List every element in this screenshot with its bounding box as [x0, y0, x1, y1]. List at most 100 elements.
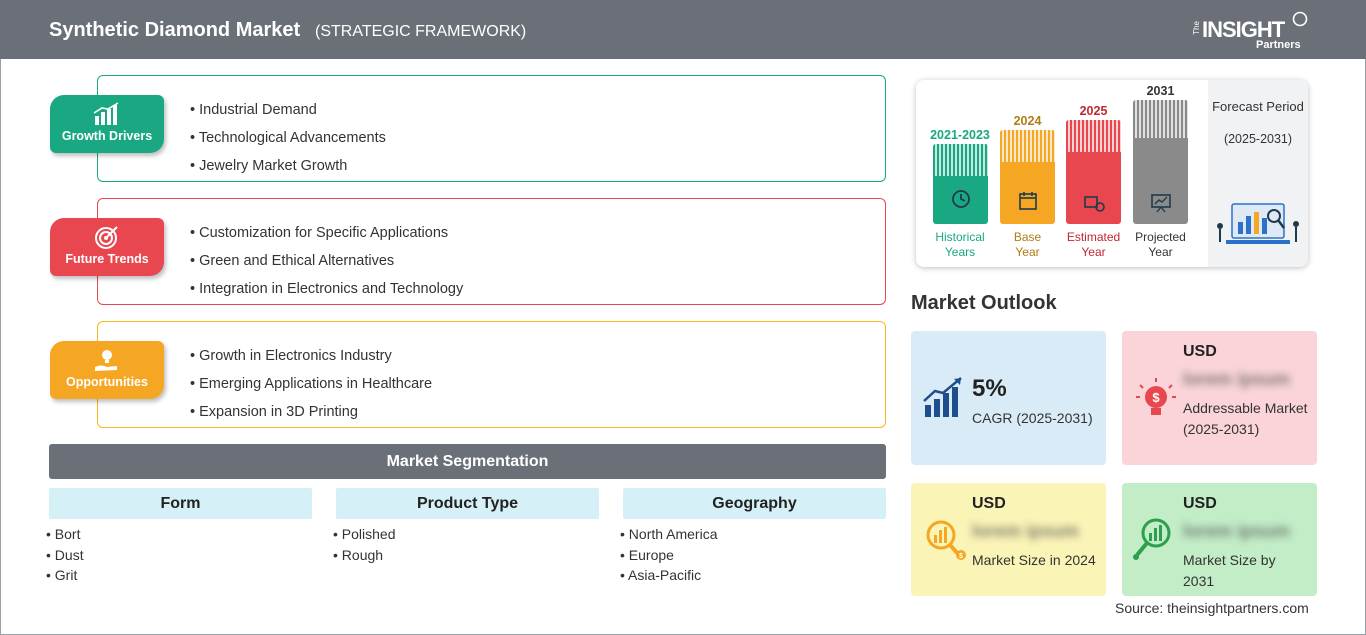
growth-arrow-chart-icon	[923, 377, 962, 417]
history-clock-icon	[952, 190, 970, 208]
logo-partners: Partners	[1256, 39, 1301, 51]
segment-list-geography: North America Europe Asia-Pacific	[620, 524, 718, 586]
list-item: Jewelry Market Growth	[190, 152, 386, 180]
period-bar-estimated	[1066, 120, 1121, 224]
list-item: Industrial Demand	[190, 96, 386, 124]
logo-bulb-icon	[1292, 11, 1308, 27]
opportunities-box: Growth in Electronics Industry Emerging …	[97, 321, 886, 428]
segment-list-form: Bort Dust Grit	[46, 524, 84, 586]
size-2031-label: Market Size by 2031	[1183, 552, 1276, 589]
period-label-line1: Historical	[935, 230, 985, 244]
future-trends-list: Customization for Specific Applications …	[190, 219, 463, 303]
target-icon	[95, 226, 118, 249]
magnifier-growth-icon	[1133, 518, 1171, 560]
size-2031-currency: USD	[1183, 495, 1217, 512]
header-bar: Synthetic Diamond Market (STRATEGIC FRAM…	[0, 0, 1366, 59]
estimate-chart-icon	[1084, 196, 1105, 212]
svg-text:$: $	[959, 553, 963, 560]
page-title: Synthetic Diamond Market	[49, 19, 301, 41]
period-label-line2: Year	[1148, 245, 1173, 259]
segmentation-title: Market Segmentation	[49, 444, 886, 479]
hand-lightbulb-icon	[95, 350, 117, 371]
period-year-estimated: 2025	[1079, 104, 1108, 118]
list-item: Dust	[46, 545, 84, 566]
growth-drivers-list: Industrial Demand Technological Advancem…	[190, 96, 386, 180]
size-2024-label: Market Size in 2024	[972, 552, 1096, 568]
period-label-line2: Year	[1015, 245, 1040, 259]
page-subtitle: (STRATEGIC FRAMEWORK)	[315, 23, 527, 40]
presentation-board-icon	[1151, 194, 1171, 213]
future-trends-label: Future Trends	[65, 252, 149, 266]
list-item: Asia-Pacific	[620, 565, 718, 586]
money-bulb-icon: $	[1136, 378, 1176, 415]
addressable-market-card: $ USD lorem ipsum Addressable Market (20…	[1122, 331, 1317, 465]
insight-partners-logo[interactable]: The INSIGHT Partners	[1192, 9, 1312, 53]
forecast-range: (2025-2031)	[1223, 132, 1293, 146]
timeline-panel: 2021-2023 Historical Years 2024 Base Yea…	[916, 80, 1308, 267]
forecast-analytics-illustration-icon	[1217, 203, 1299, 244]
market-size-2031-card: USD lorem ipsum Market Size by 2031	[1122, 483, 1317, 596]
period-label-line1: Estimated	[1066, 230, 1121, 244]
future-trends-box: Customization for Specific Applications …	[97, 198, 886, 305]
opportunities-label: Opportunities	[66, 375, 148, 389]
size-2024-value-blurred: lorem ipsum	[972, 521, 1080, 541]
source-credit: Source: theinsightpartners.com	[1115, 600, 1309, 616]
list-item: Customization for Specific Applications	[190, 219, 463, 247]
list-item: Rough	[333, 545, 396, 566]
opportunities-tag: Opportunities	[50, 341, 164, 399]
opportunities-list: Growth in Electronics Industry Emerging …	[190, 342, 432, 426]
calendar-icon	[1019, 192, 1037, 210]
growth-drivers-box: Industrial Demand Technological Advancem…	[97, 75, 886, 182]
period-bar-projected	[1133, 100, 1188, 224]
growth-drivers-label: Growth Drivers	[61, 129, 153, 143]
segment-heading-form: Form	[49, 488, 312, 519]
market-size-2024-card: $ USD lorem ipsum Market Size in 2024	[911, 483, 1106, 596]
list-item: North America	[620, 524, 718, 545]
period-year-projected: 2031	[1146, 84, 1175, 98]
logo-the: The	[1192, 21, 1201, 35]
addressable-currency: USD	[1183, 343, 1217, 360]
period-label-base: Base Year	[1000, 230, 1055, 260]
list-item: Growth in Electronics Industry	[190, 342, 432, 370]
magnifier-coins-icon: $	[926, 520, 966, 560]
cagr-value: 5%	[972, 375, 1007, 402]
period-bar-historical	[933, 144, 988, 224]
period-label-historical: Historical Years	[920, 230, 1000, 260]
cagr-card: 5% CAGR (2025-2031)	[911, 331, 1106, 465]
forecast-title: Forecast Period	[1212, 99, 1304, 114]
size-2031-value-blurred: lorem ipsum	[1183, 521, 1291, 541]
list-item: Integration in Electronics and Technolog…	[190, 275, 463, 303]
bar-stripes	[1133, 100, 1188, 138]
size-2024-currency: USD	[972, 495, 1006, 512]
period-year-base: 2024	[1013, 114, 1042, 128]
segment-heading-geography: Geography	[623, 488, 886, 519]
period-label-estimated: Estimated Year	[1060, 230, 1127, 260]
period-year-historical: 2021-2023	[930, 128, 990, 142]
market-outlook-title: Market Outlook	[911, 292, 1057, 314]
list-item: Polished	[333, 524, 396, 545]
bar-stripes	[933, 144, 988, 176]
growth-drivers-tag: Growth Drivers	[50, 95, 164, 153]
period-bar-base	[1000, 130, 1055, 224]
bar-growth-icon	[93, 102, 119, 125]
list-item: Bort	[46, 524, 84, 545]
svg-text:$: $	[1152, 390, 1160, 405]
bar-stripes	[1066, 120, 1121, 152]
list-item: Europe	[620, 545, 718, 566]
cagr-label: CAGR (2025-2031)	[972, 410, 1093, 426]
addressable-label: Addressable Market (2025-2031)	[1183, 400, 1308, 437]
list-item: Emerging Applications in Healthcare	[190, 370, 432, 398]
bar-stripes	[1000, 130, 1055, 162]
period-label-line2: Years	[944, 245, 976, 259]
logo-insight: INSIGHT	[1202, 17, 1285, 42]
period-label-line1: Projected	[1135, 230, 1186, 244]
list-item: Technological Advancements	[190, 124, 386, 152]
addressable-value-blurred: lorem ipsum	[1183, 369, 1291, 389]
list-item: Expansion in 3D Printing	[190, 398, 432, 426]
list-item: Green and Ethical Alternatives	[190, 247, 463, 275]
segment-list-product-type: Polished Rough	[333, 524, 396, 565]
period-label-projected: Projected Year	[1128, 230, 1193, 260]
future-trends-tag: Future Trends	[50, 218, 164, 276]
period-label-line2: Year	[1081, 245, 1106, 259]
period-label-line1: Base	[1013, 230, 1042, 244]
